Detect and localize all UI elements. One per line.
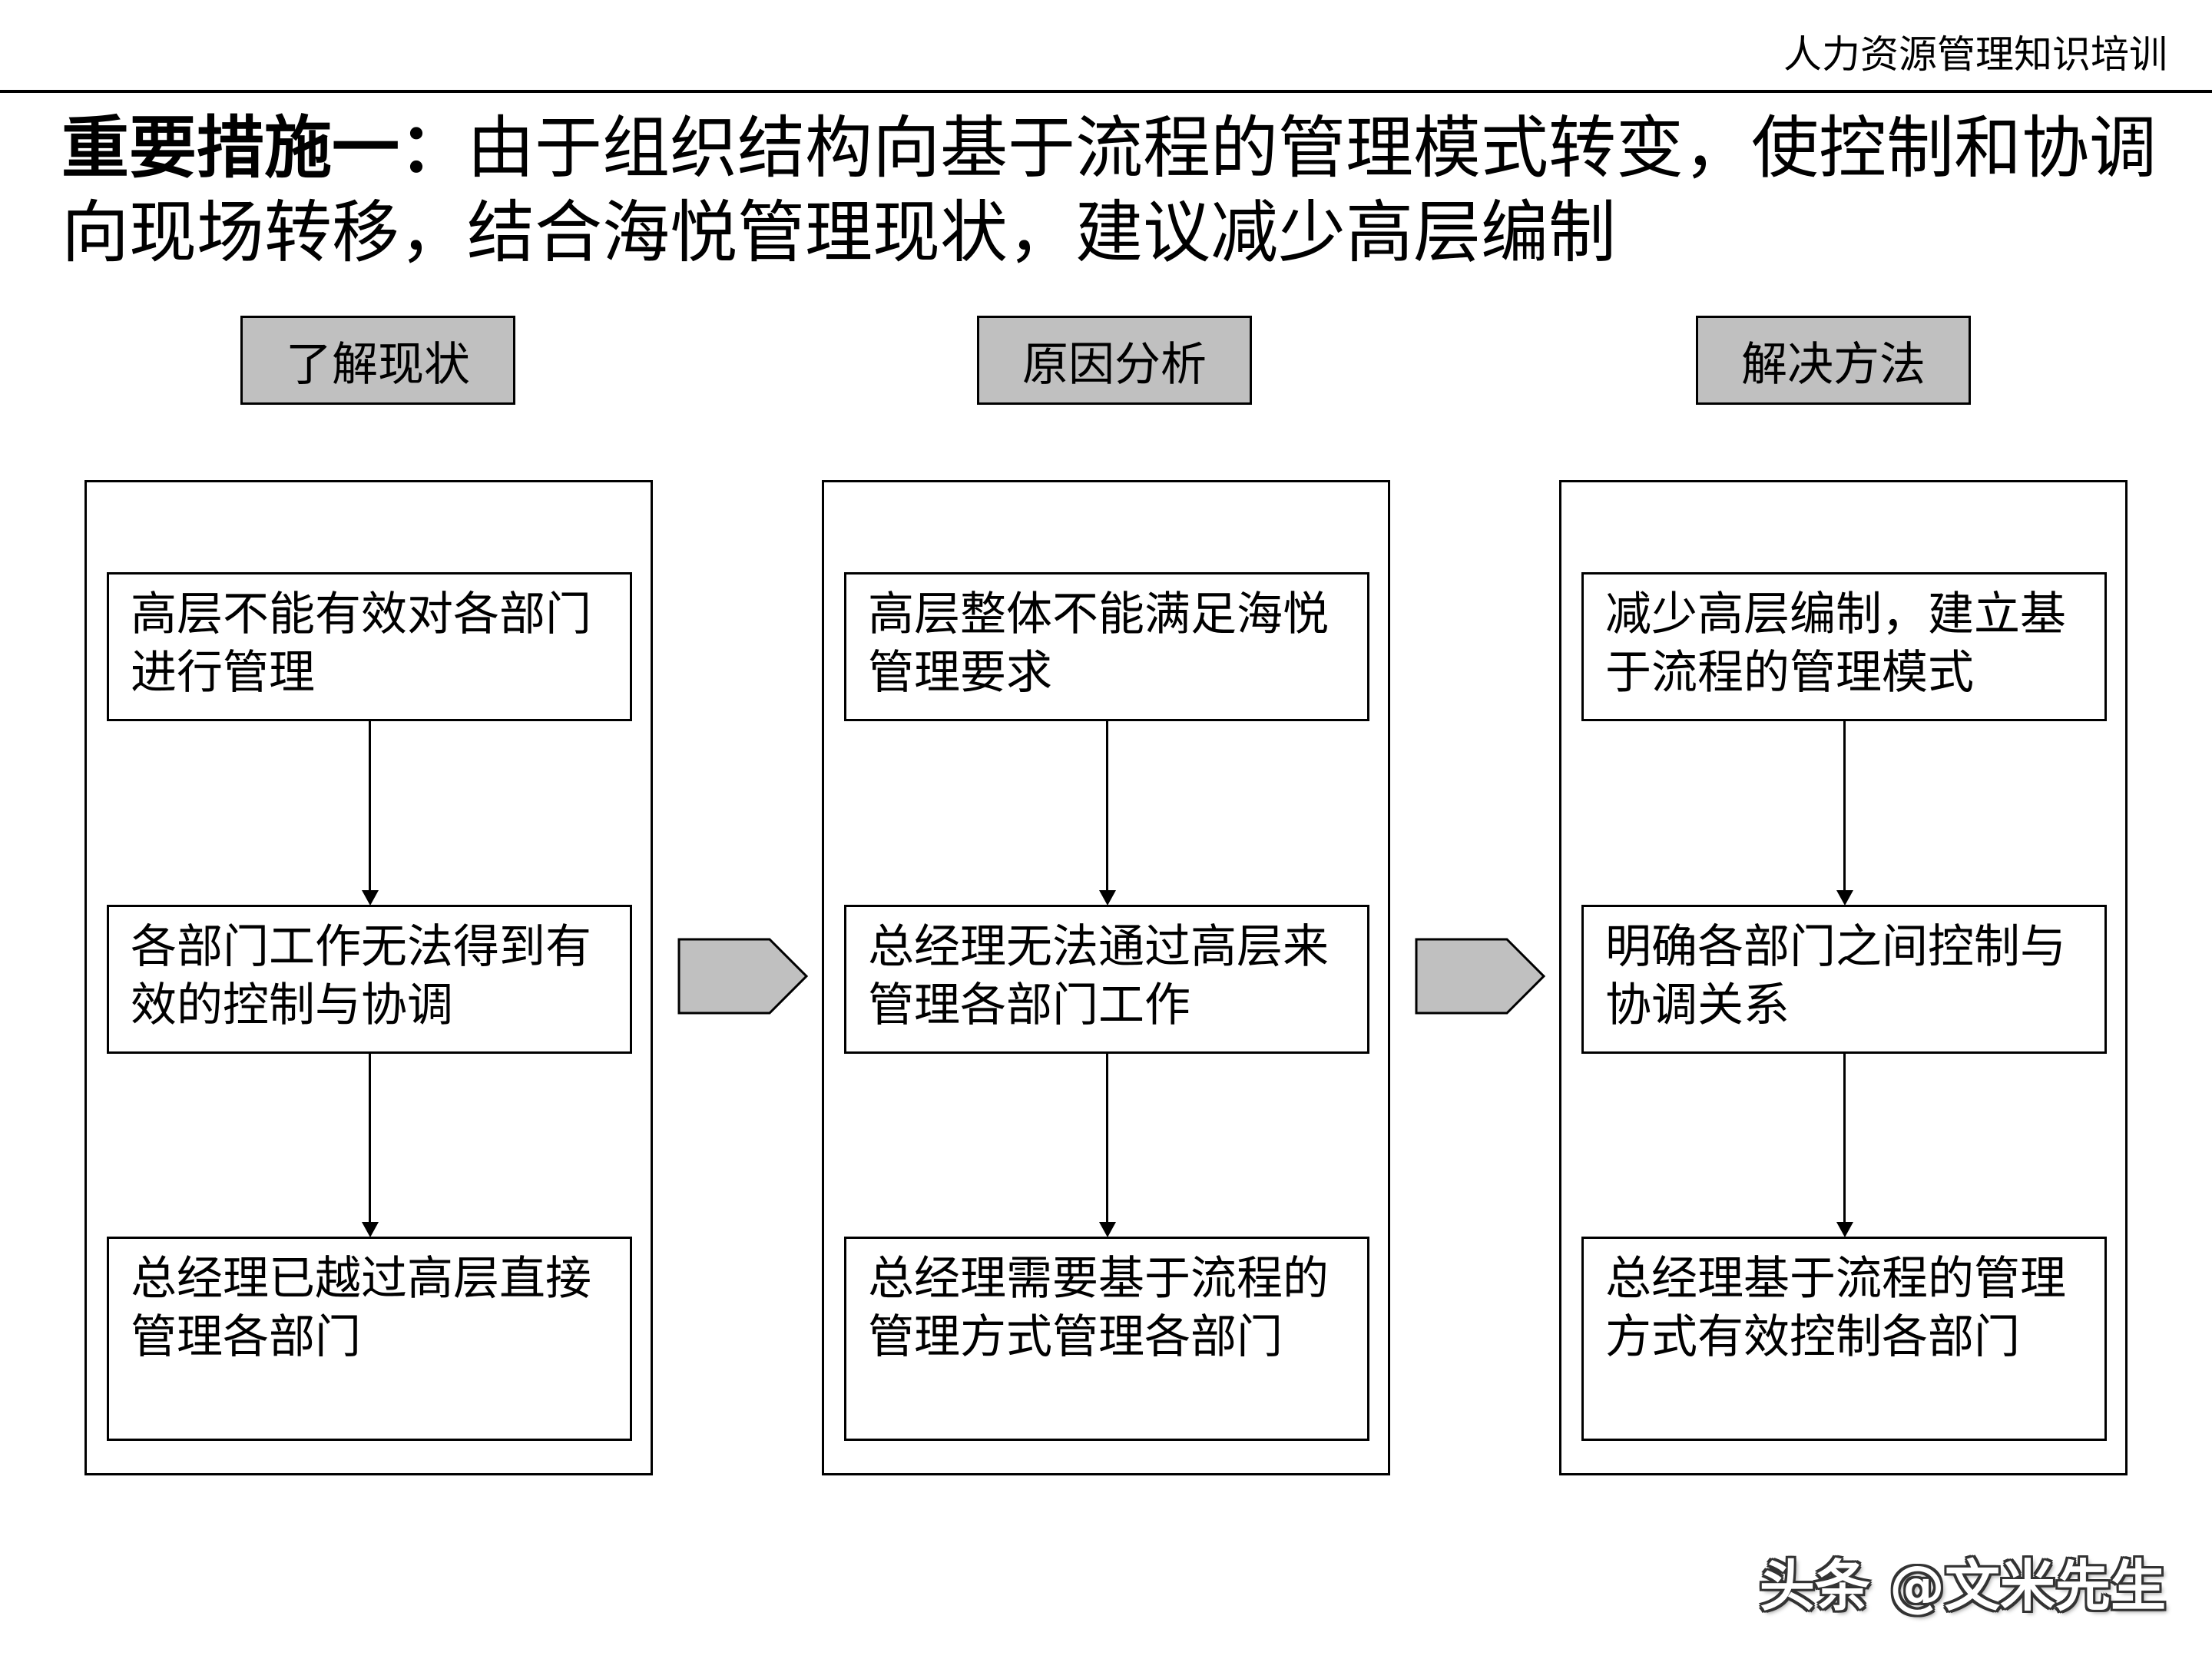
arrow-down-icon (362, 1222, 379, 1237)
flow-box: 总经理已越过高层直接管理各部门 (107, 1237, 632, 1441)
step-label-current-status: 了解现状 (240, 316, 515, 405)
step-label-solution: 解决方法 (1696, 316, 1971, 405)
flow-box: 高层整体不能满足海悦管理要求 (844, 572, 1369, 721)
arrow-down-icon (1099, 1222, 1116, 1237)
arrow-down-icon (1836, 890, 1853, 906)
step-label-cause-analysis: 原因分析 (977, 316, 1252, 405)
watermark: 头条 @文米先生 (1759, 1554, 2166, 1618)
flow-connector (369, 721, 371, 894)
flow-connector (1106, 1054, 1108, 1226)
flow-box: 总经理需要基于流程的管理方式管理各部门 (844, 1237, 1369, 1441)
header-divider (0, 90, 2212, 93)
flow-box: 总经理基于流程的管理方式有效控制各部门 (1581, 1237, 2107, 1441)
arrow-down-icon (1836, 1222, 1853, 1237)
flow-connector (1843, 721, 1846, 894)
flow-box: 明确各部门之间控制与协调关系 (1581, 905, 2107, 1054)
column-cause-analysis: 高层整体不能满足海悦管理要求 总经理无法通过高层来管理各部门工作 总经理需要基于… (822, 480, 1390, 1475)
flow-box: 高层不能有效对各部门进行管理 (107, 572, 632, 721)
flow-connector (1106, 721, 1108, 894)
flow-connector (369, 1054, 371, 1226)
chevron-right-icon (1415, 938, 1546, 1015)
column-solution: 减少高层编制，建立基于流程的管理模式 明确各部门之间控制与协调关系 总经理基于流… (1559, 480, 2128, 1475)
title-bold-part: 重要措施一： (61, 108, 468, 187)
arrow-down-icon (1099, 890, 1116, 906)
column-current-status: 高层不能有效对各部门进行管理 各部门工作无法得到有效的控制与协调 总经理已越过高… (84, 480, 653, 1475)
flow-box: 各部门工作无法得到有效的控制与协调 (107, 905, 632, 1054)
flow-box: 减少高层编制，建立基于流程的管理模式 (1581, 572, 2107, 721)
chevron-right-icon (677, 938, 809, 1015)
arrow-down-icon (362, 890, 379, 906)
title-text-part: 由于组织结构向基于流程的管理模式转变，使控制和协调向现场转移，结合海悦管理现状，… (61, 108, 2157, 272)
header-text: 人力资源管理知识培训 (1783, 32, 2167, 77)
flow-box: 总经理无法通过高层来管理各部门工作 (844, 905, 1369, 1054)
flow-connector (1843, 1054, 1846, 1226)
page-title: 重要措施一：由于组织结构向基于流程的管理模式转变，使控制和协调向现场转移，结合海… (61, 106, 2166, 275)
